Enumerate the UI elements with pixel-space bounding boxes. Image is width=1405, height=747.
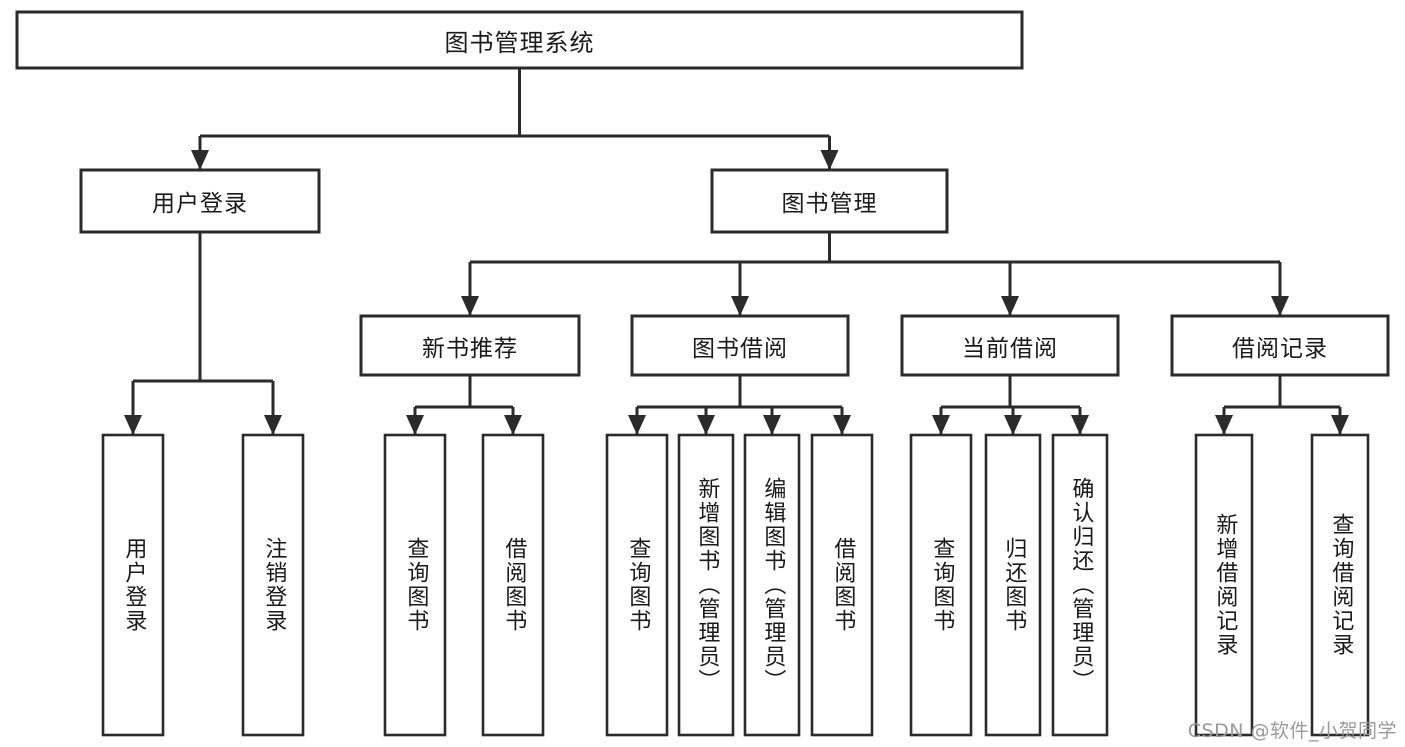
arrow-head-leaf-confirm-return-admin bbox=[1071, 415, 1089, 435]
node-leaf-confirm-return-admin-box[interactable] bbox=[1051, 433, 1109, 737]
arrow-head-leaf-edit-book-admin bbox=[763, 415, 781, 435]
arrow-head-user-login bbox=[191, 150, 209, 170]
arrow-head-book-borrow bbox=[731, 296, 749, 316]
arrow-head-leaf-borrow-book bbox=[833, 415, 851, 435]
node-leaf-edit-book-admin-box[interactable] bbox=[743, 433, 801, 737]
node-leaf-add-book-admin-box[interactable] bbox=[677, 433, 735, 737]
arrow-head-leaf-borrow-book-rec bbox=[504, 415, 522, 435]
node-leaf-return-book-box[interactable] bbox=[984, 433, 1042, 737]
arrow-head-leaf-query-book-borrow bbox=[628, 415, 646, 435]
node-leaf-query-book-current-box[interactable] bbox=[909, 433, 973, 737]
node-new-book-recommend-box[interactable] bbox=[359, 314, 581, 377]
node-leaf-query-book-borrow-box[interactable] bbox=[605, 433, 669, 737]
node-leaf-query-book-rec-box[interactable] bbox=[383, 433, 447, 737]
connectors-layer bbox=[124, 68, 1349, 435]
node-book-management-box[interactable] bbox=[710, 168, 949, 234]
node-leaf-borrow-book-rec-box[interactable] bbox=[481, 433, 545, 737]
arrow-head-leaf-query-book-rec bbox=[406, 415, 424, 435]
arrow-head-leaf-logout-login bbox=[264, 415, 282, 435]
arrow-head-leaf-add-borrow-record bbox=[1215, 415, 1233, 435]
arrow-head-leaf-query-borrow-record bbox=[1331, 415, 1349, 435]
arrow-head-leaf-return-book bbox=[1004, 415, 1022, 435]
node-leaf-query-borrow-record-box[interactable] bbox=[1310, 433, 1370, 737]
watermark-text: CSDN @软件_小贺同学 bbox=[1187, 720, 1397, 742]
arrow-head-leaf-add-book-admin bbox=[697, 415, 715, 435]
node-leaf-logout-login-box[interactable] bbox=[241, 433, 305, 737]
arrow-head-current-borrow bbox=[1001, 296, 1019, 316]
arrow-head-leaf-user-login bbox=[124, 415, 142, 435]
arrow-head-borrow-records bbox=[1271, 296, 1289, 316]
node-current-borrow-box[interactable] bbox=[900, 314, 1120, 377]
arrow-head-new-book-recommend bbox=[461, 296, 479, 316]
arrow-head-leaf-query-book-current bbox=[932, 415, 950, 435]
node-user-login-box[interactable] bbox=[79, 168, 321, 234]
node-book-borrow-box[interactable] bbox=[630, 314, 850, 377]
node-leaf-user-login-box[interactable] bbox=[101, 433, 165, 737]
node-leaf-borrow-book-box[interactable] bbox=[810, 433, 874, 737]
boxes-layer bbox=[15, 10, 1390, 737]
node-leaf-add-borrow-record-box[interactable] bbox=[1194, 433, 1254, 737]
node-borrow-records-box[interactable] bbox=[1170, 314, 1390, 377]
arrow-head-book-management bbox=[820, 150, 839, 170]
node-root-box[interactable] bbox=[15, 10, 1024, 70]
